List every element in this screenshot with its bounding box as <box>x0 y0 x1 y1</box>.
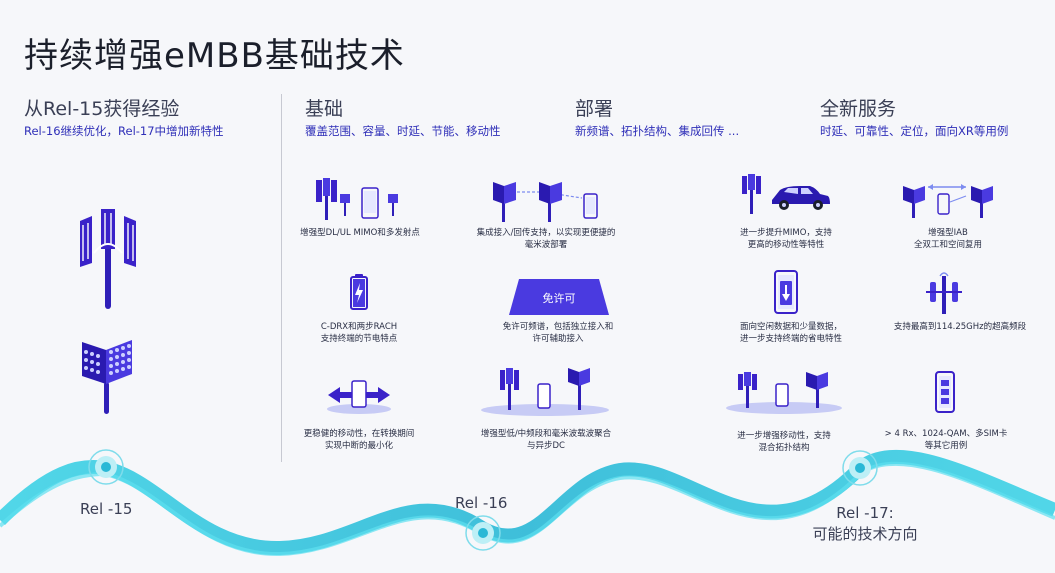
multi-trp-icon <box>316 178 398 220</box>
rel17-label: Rel -17: 可能的技术方向 <box>800 503 930 545</box>
enhanced-iab-icon <box>903 184 993 218</box>
carrier-aggregation-icon <box>481 368 609 416</box>
section-services-subtitle: 时延、可靠性、定位，面向XR等用例 <box>820 124 1009 138</box>
rel16-label: Rel -16 <box>455 494 508 512</box>
caption-iab: 集成接入/回传支持，以实现更便捷的 毫米波部署 <box>476 228 616 250</box>
hybrid-topology-icon <box>726 372 842 414</box>
section-deploy-subtitle: 新频谱、拓扑结构、集成回传 ... <box>575 124 740 138</box>
mobility-arrows-icon <box>327 380 391 414</box>
rel15-label: Rel -15 <box>80 500 133 518</box>
caption-mobility: 更稳健的移动性，在转换期间 实现中断的最小化 <box>303 429 415 451</box>
caption-mobility-enh: 进一步增强移动性，支持 混合拓扑结构 <box>737 431 831 453</box>
caption-cdrx: C-DRX和两步RACH 支持终端的节电特点 <box>320 322 398 344</box>
unlicensed-label: 免许可 <box>542 292 576 305</box>
battery-icon <box>350 274 368 310</box>
section-services-heading: 全新服务 <box>820 98 897 120</box>
mmwave-cell-icon <box>82 340 132 414</box>
rel17-marker-icon <box>842 450 878 486</box>
multi-sim-phone-icon <box>935 371 955 413</box>
high-band-antenna-icon <box>926 272 962 314</box>
caption-multi-sim: > 4 Rx、1024-QAM、多SIM卡 等其它用例 <box>884 429 1008 451</box>
vehicle-mimo-icon <box>742 174 830 214</box>
page-title: 持续增强eMBB基础技术 <box>24 36 405 76</box>
vertical-divider <box>281 94 282 462</box>
unlicensed-badge-icon <box>509 279 609 315</box>
left-subtitle: Rel-16继续优化，Rel-17中增加新特性 <box>24 124 224 138</box>
rel16-marker-icon <box>465 515 501 551</box>
power-save-phone-icon <box>774 270 798 314</box>
section-basic-subtitle: 覆盖范围、容量、时延、节能、移动性 <box>305 124 501 138</box>
caption-mimo: 增强型DL/UL MIMO和多发射点 <box>300 228 420 238</box>
section-deploy-heading: 部署 <box>575 98 614 120</box>
caption-iab-enh: 增强型IAB 全双工和空间复用 <box>913 228 982 250</box>
caption-high-band: 支持最高到114.25GHz的超高频段 <box>893 322 1027 332</box>
left-heading: 从Rel-15获得经验 <box>24 98 180 120</box>
section-basic-heading: 基础 <box>305 98 344 120</box>
caption-unlicensed: 免许可频谱，包括独立接入和 许可辅助接入 <box>502 322 614 344</box>
iab-icon <box>493 182 598 222</box>
rel15-marker-icon <box>88 449 124 485</box>
rel17-label-line1: Rel -17: <box>836 504 894 522</box>
antenna-tower-icon <box>80 209 136 309</box>
caption-idle-power: 面向空闲数据和少量数据， 进一步支持终端的省电特性 <box>739 322 842 344</box>
caption-mimo-plus: 进一步提升MIMO，支持 更高的移动性等特性 <box>740 228 832 250</box>
rel17-label-line2: 可能的技术方向 <box>812 525 918 543</box>
caption-carrier-agg: 增强型低/中频段和毫米波载波聚合 与异步DC <box>480 429 612 451</box>
